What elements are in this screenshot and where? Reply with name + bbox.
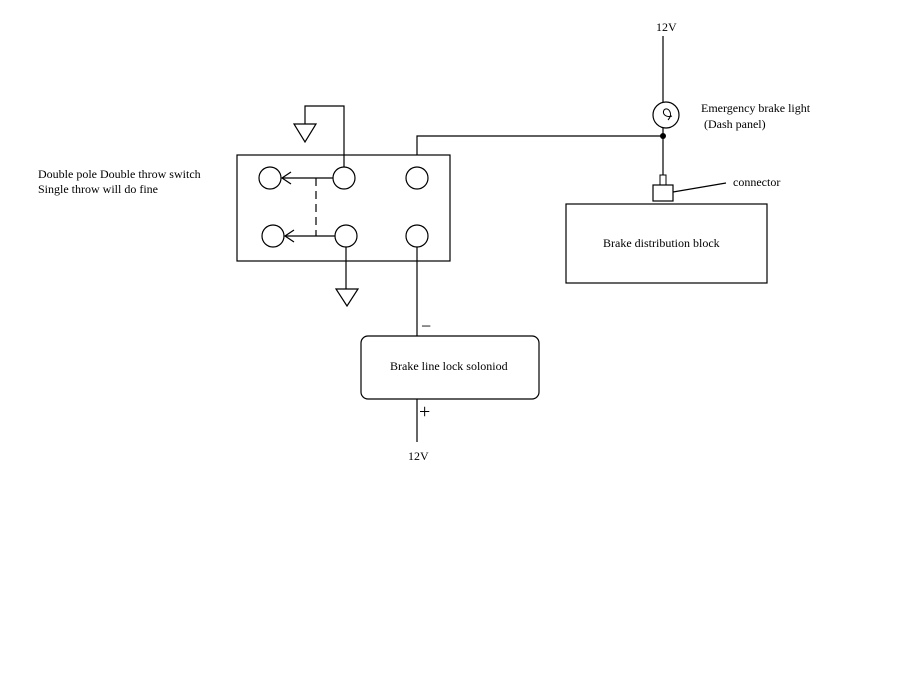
- connector-label: connector: [733, 175, 780, 189]
- top-12v-label: 12V: [656, 20, 677, 34]
- switch-terminal-top-left: [258, 166, 282, 190]
- lamp-label-line1: Emergency brake light: [701, 101, 811, 115]
- solenoid-label: Brake line lock soloniod: [390, 359, 508, 373]
- switch-label-line2: Single throw will do fine: [38, 182, 158, 196]
- distribution-block-label: Brake distribution block: [603, 236, 720, 250]
- switch-label-line1: Double pole Double throw switch: [38, 167, 201, 181]
- switch-to-lamp-wire: [416, 135, 663, 168]
- switch-terminal-bottom-middle: [334, 224, 358, 248]
- connector-leader-line: [672, 182, 727, 193]
- lamp-label-line2: (Dash panel): [704, 117, 766, 131]
- switch-terminal-top-right: [405, 166, 429, 190]
- switch-terminal-top-middle: [332, 166, 356, 190]
- switch-terminal-bottom-right: [405, 224, 429, 248]
- solenoid-box: [360, 335, 540, 400]
- connector-body: [652, 184, 674, 202]
- plus-sign: +: [419, 401, 430, 423]
- switch-throw-arrow-top: [280, 171, 333, 185]
- distribution-block: [565, 203, 768, 284]
- lamp-icon: [652, 101, 680, 129]
- switch-throw-arrow-bottom: [283, 229, 335, 243]
- switch-terminal-bottom-left: [261, 224, 285, 248]
- top-ground-wire: [304, 105, 345, 168]
- ground-icon-top: [292, 123, 318, 144]
- minus-sign: −: [421, 316, 431, 336]
- bottom-12v-label: 12V: [408, 449, 429, 463]
- ground-icon-bottom: [334, 288, 360, 308]
- connector-pin: [659, 174, 667, 186]
